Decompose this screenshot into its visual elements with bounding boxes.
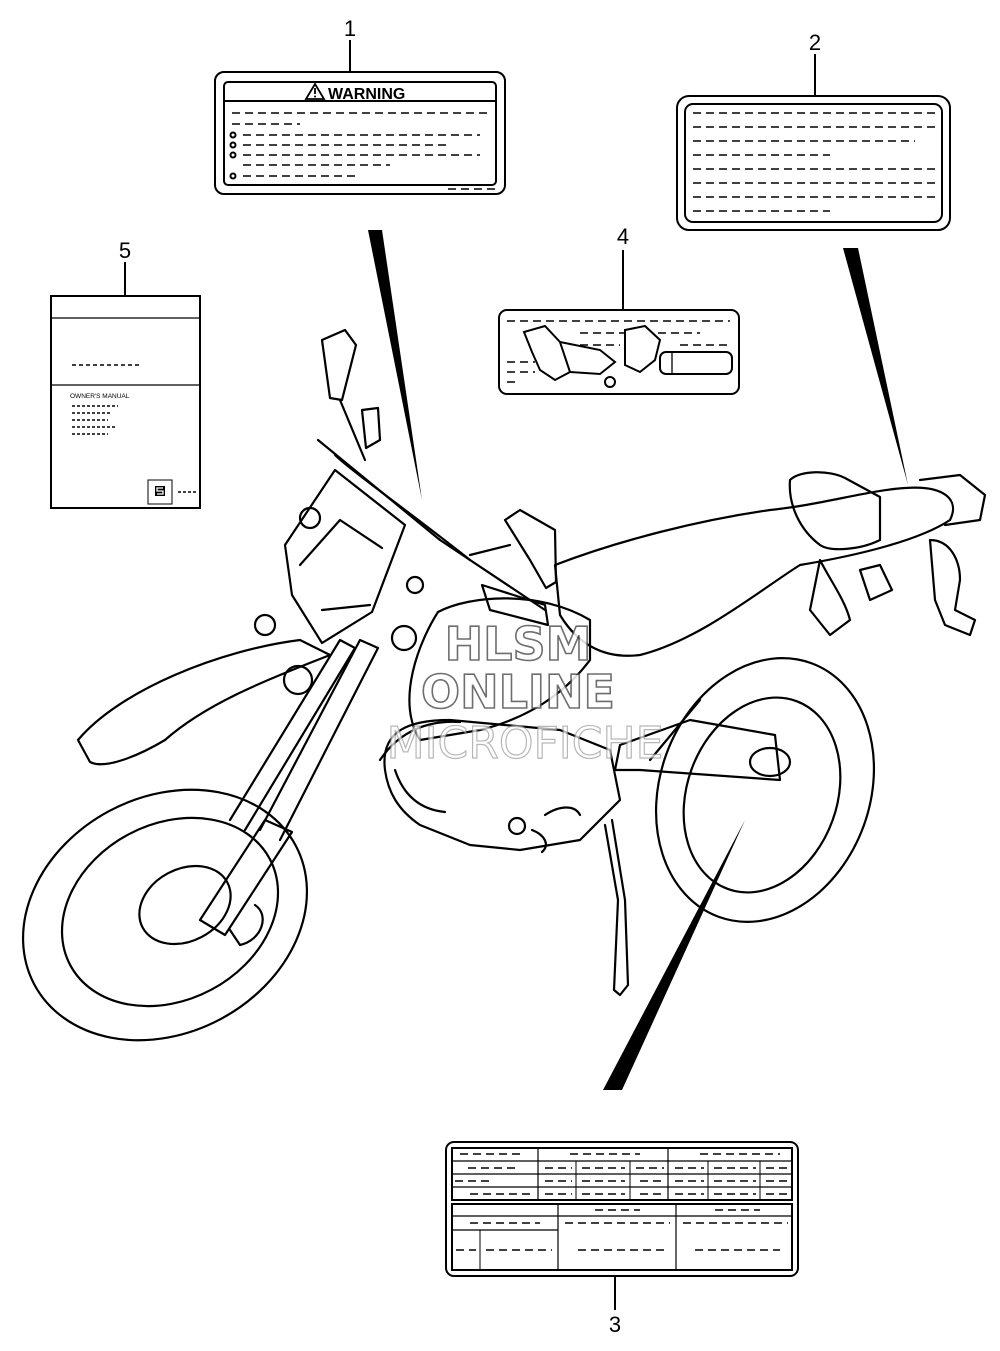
motorcycle-outline bbox=[21, 328, 987, 1042]
suzuki-s-logo-icon bbox=[155, 486, 165, 496]
watermark: HLSM ONLINE MICROFICHE bbox=[386, 616, 664, 769]
label-2[interactable] bbox=[676, 54, 951, 231]
pointer-wedge-1 bbox=[368, 230, 422, 500]
owners-manual[interactable]: OWNER'S MANUAL bbox=[50, 262, 201, 509]
warning-triangle-icon bbox=[304, 82, 326, 100]
label-4[interactable] bbox=[498, 250, 740, 395]
pointer-wedge-3 bbox=[603, 820, 745, 1090]
label-3-table[interactable] bbox=[445, 1141, 799, 1310]
label-1-warning[interactable]: WARNING bbox=[214, 40, 506, 195]
watermark-line-1: HLSM bbox=[445, 617, 592, 671]
watermark-line-3: MICROFICHE bbox=[387, 718, 664, 769]
warning-heading: WARNING bbox=[328, 86, 405, 103]
callout-number-1: 1 bbox=[344, 16, 356, 41]
callout-number-2: 2 bbox=[809, 30, 821, 55]
callout-number-5: 5 bbox=[119, 238, 131, 263]
manual-title: OWNER'S MANUAL bbox=[70, 393, 130, 400]
callout-number-3: 3 bbox=[609, 1312, 621, 1337]
pointer-wedge-2 bbox=[843, 248, 908, 485]
watermark-line-2: ONLINE bbox=[421, 665, 615, 719]
throttle-illustration-icon bbox=[522, 324, 733, 388]
callout-number-4: 4 bbox=[617, 224, 629, 249]
